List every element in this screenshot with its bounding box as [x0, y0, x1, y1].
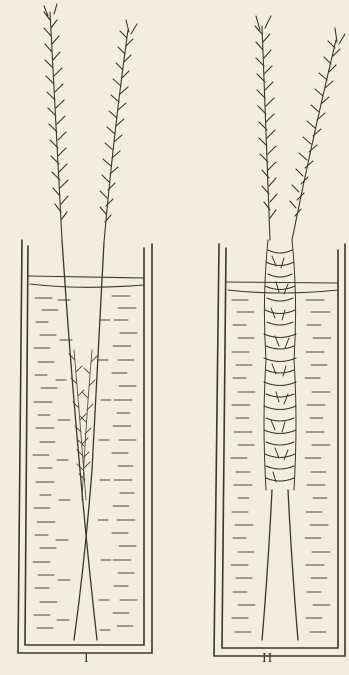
- panel-label-i: I: [84, 651, 90, 667]
- panel-label-ii: II: [262, 651, 273, 667]
